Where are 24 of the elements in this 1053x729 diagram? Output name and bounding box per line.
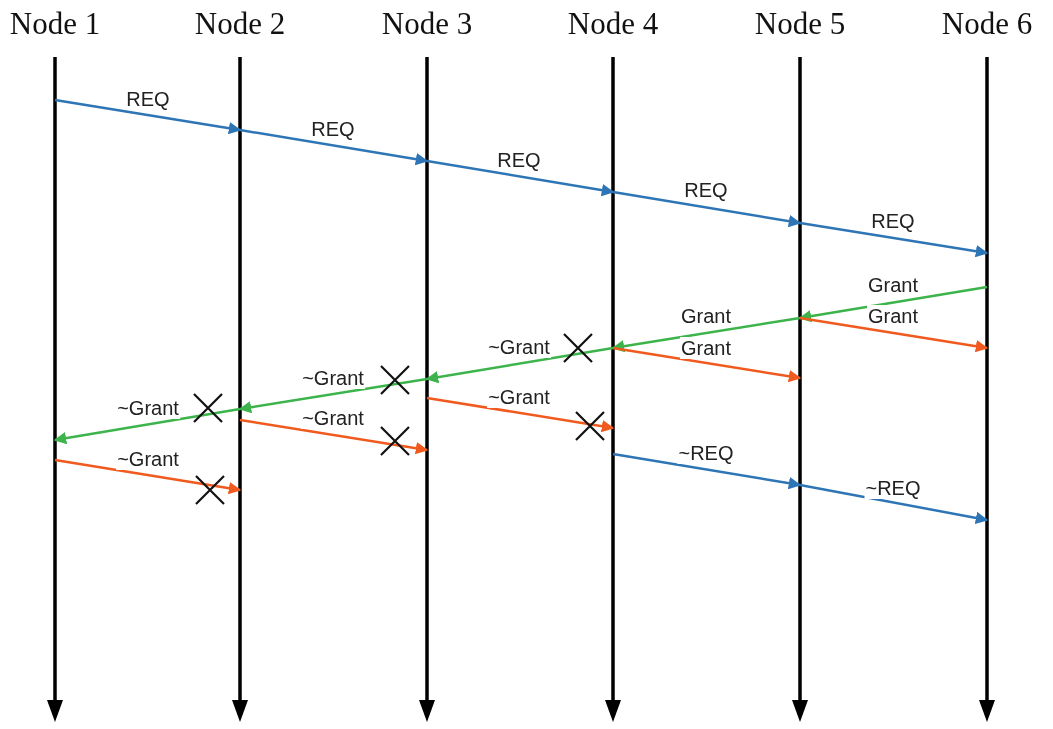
arrow [54, 458, 242, 495]
lifeline-label: Node 5 [753, 6, 847, 42]
arrow [238, 377, 428, 414]
arrow [239, 418, 429, 455]
arrow [799, 221, 989, 258]
arrow [611, 316, 801, 353]
arrow [798, 285, 988, 323]
lifeline-label: Node 1 [8, 6, 102, 42]
lifeline-label: Node 6 [940, 6, 1034, 42]
arrow [612, 452, 802, 490]
edge-label: Grant [680, 337, 732, 359]
lifeline-label: Node 2 [193, 6, 287, 42]
arrow [799, 483, 989, 525]
arrow [612, 190, 802, 228]
arrow [426, 396, 615, 433]
arrow [612, 346, 802, 383]
lifeline-label: Node 3 [380, 6, 474, 42]
arrow [54, 98, 242, 135]
arrow [426, 159, 615, 197]
arrow [239, 128, 429, 166]
lifeline-label: Node 4 [566, 6, 660, 42]
arrow [53, 407, 241, 445]
arrow [799, 316, 989, 353]
arrow [425, 346, 614, 384]
